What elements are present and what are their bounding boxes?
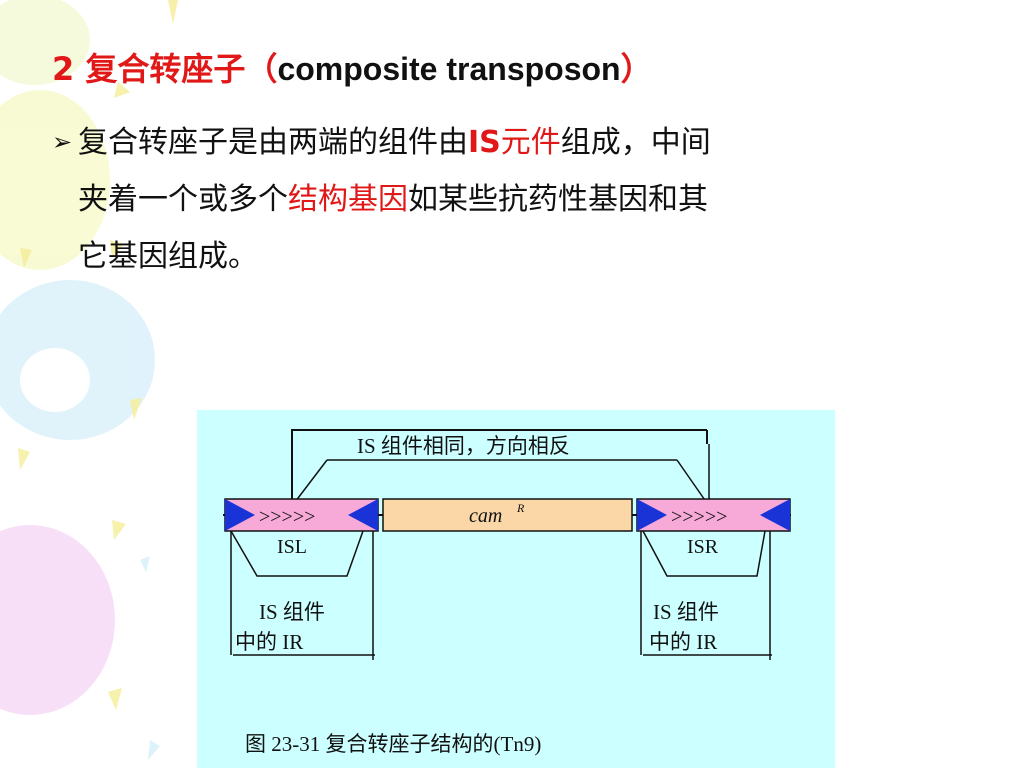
ir-left-line-2: 中的 IR [235,630,303,654]
cam-gene-superscript: R [516,501,525,515]
title-en: composite transposon [277,51,621,87]
isl-trapezoid [230,530,364,577]
bullet-line-3: 它基因组成。 [52,228,952,285]
ir-left-line-1: IS 组件 [259,600,325,624]
isl-right-triangle [348,499,378,531]
balloon-blue-highlight [20,348,90,412]
balloon-yellow [0,90,110,270]
bullet-line-1: ➢复合转座子是由两端的组件由IS元件组成，中间 [52,114,952,171]
bullet-text-3: 它基因组成。 [78,239,258,274]
bullet-structural-gene-highlight: 结构基因 [288,182,408,217]
isr-label: ISR [687,536,719,558]
confetti-8 [108,688,122,710]
isr-trapezoid [642,530,766,577]
top-label: IS 组件相同，方向相反 [357,434,570,458]
isr-arrows: >>>>> [671,506,727,528]
title-open-paren: （ [245,50,278,88]
transposon-figure: IS 组件相同，方向相反 >>>>> cam R >>>>> ISL IS 组件… [197,410,835,768]
confetti-7 [112,520,126,540]
bullet-text-2a: 夹着一个或多个 [78,182,288,217]
isl-left-triangle [225,499,255,531]
bullet-text-2b: 如某些抗药性基因和其 [408,182,708,217]
isr-left-triangle [637,499,667,531]
confetti-6 [18,448,30,470]
balloon-pink [0,525,115,715]
confetti-2 [114,82,130,98]
confetti-5 [130,398,142,420]
top-bracket-left [291,429,707,508]
cam-gene-box [382,498,633,532]
confetti-3 [110,240,124,258]
ir-right-line-1: IS 组件 [653,600,719,624]
title-cn: 复合转座子 [85,50,246,88]
bullet-paragraph: ➢复合转座子是由两端的组件由IS元件组成，中间 夹着一个或多个结构基因如某些抗药… [52,114,952,285]
bullet-text-1a: 复合转座子是由两端的组件由 [78,125,468,160]
confetti-1 [168,0,178,24]
isl-label: ISL [277,536,307,558]
confetti-4 [20,248,32,268]
transposon-diagram: IS 组件相同，方向相反 >>>>> cam R >>>>> ISL IS 组件… [223,429,791,756]
bullet-arrow-icon: ➢ [52,128,73,156]
slide-title: 2 复合转座子（composite transposon） [52,44,653,90]
isr-right-triangle [760,499,790,531]
bullet-line-2: 夹着一个或多个结构基因如某些抗药性基因和其 [52,171,952,228]
title-close-paren: ） [620,50,653,88]
bullet-is-highlight: IS [468,125,501,160]
balloon-top [0,0,90,85]
confetti-9 [140,556,150,572]
bullet-text-1b: 组成，中间 [560,125,711,160]
title-number: 2 [52,50,86,88]
confetti-10 [148,740,160,760]
cam-gene-label: cam [469,505,502,527]
figure-caption: 图 23-31 复合转座子结构的(Tn9) [245,732,541,756]
bullet-element-highlight: 元件 [500,125,561,160]
isl-arrows: >>>>> [259,506,315,528]
ir-right-line-2: 中的 IR [649,630,717,654]
